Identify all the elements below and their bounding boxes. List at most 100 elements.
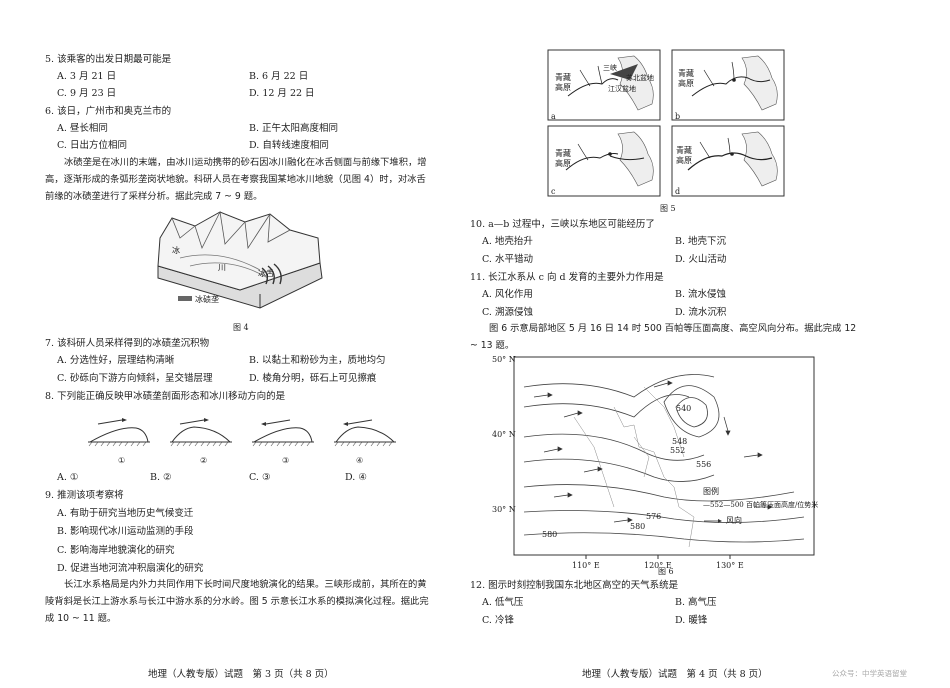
fig6-legend-title: 图例	[703, 487, 719, 496]
q11-option-b: B. 流水侵蚀	[675, 289, 727, 300]
q6-option-d: D. 自转线速度相同	[249, 140, 329, 151]
fig6-contour-580-b: 580	[542, 530, 558, 539]
legend-moraine-swatch	[178, 296, 192, 301]
profile-4	[334, 419, 396, 447]
fig6-legend-contour: —552—500 百帕等压面高度/位势米	[703, 501, 819, 509]
q12-option-c: C. 冷锋	[482, 615, 514, 626]
q8-option-b: B. ②	[150, 472, 172, 483]
q5-option-c: C. 9 月 23 日	[57, 88, 117, 99]
footer-page-4: 地理（人教专版）试题 第 4 页（共 8 页）	[582, 669, 768, 680]
q10-option-d: D. 火山活动	[675, 254, 727, 265]
q5-option-a: A. 3 月 21 日	[57, 71, 117, 82]
profile-2	[170, 418, 232, 447]
figure-6-500hpa-map	[513, 356, 815, 559]
figure-4-caption: 图 4	[233, 323, 249, 332]
panel-b	[671, 49, 785, 121]
fig4-label-ice: 冰	[172, 246, 180, 255]
q10-option-c: C. 水平错动	[482, 254, 533, 265]
passage-figure-6: 图 6 示意局部地区 5 月 16 日 14 时 500 百帕等压面高度、高空风…	[470, 323, 857, 351]
figure-5-caption: 图 5	[660, 204, 676, 213]
q12-option-b: B. 高气压	[675, 597, 717, 608]
panel-c	[547, 125, 661, 197]
fig6-contour-540: 540	[676, 404, 692, 413]
q8-num-4: ④	[356, 456, 364, 465]
passage-yangtze: 长江水系格局是内外力共同作用下长时间尺度地貌演化的结果。三峡形成前，其所在的黄陵…	[45, 579, 429, 624]
fig6-contour-580-a: 580	[630, 522, 646, 531]
fig5-a-gaoyuan: 高原	[555, 83, 571, 92]
q5-stem: 5. 该乘客的出发日期最可能是	[45, 54, 172, 65]
fig6-lon-120e: 120° E	[644, 561, 672, 570]
q6-option-c: C. 日出方位相同	[57, 140, 127, 151]
fig6-contour-556: 556	[696, 460, 712, 469]
q8-stem: 8. 下列能正确反映甲冰碛垄剖面形态和冰川移动方向的是	[45, 391, 286, 402]
footer-page-3: 地理（人教专版）试题 第 3 页（共 8 页）	[148, 669, 334, 680]
fig6-contour-552: 552	[670, 446, 686, 455]
profile-3	[252, 419, 314, 447]
fig5-b-qingzang: 青藏	[678, 69, 694, 78]
fig6-legend-wind: 风向	[726, 516, 742, 525]
q9-option-b: B. 影响现代冰川运动监测的手段	[57, 526, 194, 537]
fig5-b-gaoyuan: 高原	[678, 79, 694, 88]
q12-option-a: A. 低气压	[482, 597, 524, 608]
fig5-panel-d-label: d	[675, 187, 681, 196]
profile-1	[88, 418, 150, 447]
passage-glacier: 冰碛垄是在冰川的末端，由冰川运动携带的砂石因冰川融化在冰舌侧面与前缘下堆积，增高…	[45, 157, 427, 202]
fig4-label-tongue: 冰舌	[258, 269, 274, 278]
fig5-panel-a-label: a	[551, 112, 556, 121]
fig5-c-gaoyuan: 高原	[555, 159, 571, 168]
fig6-lon-130e: 130° E	[716, 561, 744, 570]
q7-option-c: C. 砂砾向下游方向倾斜，呈交错层理	[57, 373, 213, 384]
q8-option-d: D. ④	[345, 472, 367, 483]
q8-option-a: A. ①	[57, 472, 79, 483]
fig6-contour-576: 576	[646, 512, 662, 521]
fig4-legend-moraine: 冰碛垄	[195, 295, 219, 304]
q5-option-d: D. 12 月 22 日	[249, 88, 315, 99]
panel-d	[671, 125, 785, 197]
fig5-d-qingzang: 青藏	[676, 146, 692, 155]
exam-page-3: 5. 该乘客的出发日期最可能是 A. 3 月 21 日 B. 6 月 22 日 …	[0, 0, 470, 688]
q8-option-c: C. ③	[249, 472, 271, 483]
fig6-lat-50n: 50° N	[492, 355, 516, 364]
q7-stem: 7. 该科研人员采样得到的冰碛垄沉积物	[45, 338, 210, 349]
q11-stem: 11. 长江水系从 c 向 d 发育的主要外力作用是	[470, 272, 664, 283]
q6-option-a: A. 昼长相同	[57, 123, 108, 134]
q9-option-c: C. 影响海岸地貌演化的研究	[57, 545, 175, 556]
q11-option-c: C. 溯源侵蚀	[482, 307, 533, 318]
fig6-contour-548: 548	[672, 437, 688, 446]
q12-stem: 12. 图示时刻控制我国东北地区高空的天气系统是	[470, 580, 679, 591]
q10-option-a: A. 地壳抬升	[482, 236, 533, 247]
q7-option-d: D. 棱角分明，砾石上可见擦痕	[249, 373, 377, 384]
q9-option-a: A. 有助于研究当地历史气候变迁	[57, 508, 194, 519]
exam-page-4: a b c d 青藏 高原 三峡 苏北盆地 江汉盆地 青藏 高原 青藏 高原 青…	[470, 0, 950, 688]
figure-5-yangtze-panels	[547, 49, 785, 197]
q6-stem: 6. 该日，广州市和奥克兰市的	[45, 106, 172, 117]
q9-option-d: D. 促进当地河流冲积扇演化的研究	[57, 563, 204, 574]
fig5-d-gaoyuan: 高原	[676, 156, 692, 165]
fig6-lat-30n: 30° N	[492, 505, 516, 514]
q8-num-1: ①	[118, 456, 126, 465]
q9-stem: 9. 推测该项考察将	[45, 490, 124, 501]
q6-option-b: B. 正午太阳高度相同	[249, 123, 339, 134]
panel-a	[547, 49, 661, 121]
fig6-legend-arrow-icon	[704, 519, 722, 523]
fig4-label-river: 川	[218, 263, 226, 272]
q10-option-b: B. 地壳下沉	[675, 236, 727, 247]
figure-4-glacier-diagram	[157, 210, 323, 309]
q8-num-3: ③	[282, 456, 290, 465]
q11-option-a: A. 风化作用	[482, 289, 533, 300]
fig5-panel-c-label: c	[551, 187, 556, 196]
fig6-lon-110e: 110° E	[572, 561, 600, 570]
q7-option-b: B. 以黏土和粉砂为主，质地均匀	[249, 355, 386, 366]
watermark-text: 公众号：中学英语留堂	[832, 669, 907, 678]
fig5-a-subei: 苏北盆地	[626, 74, 654, 82]
fig5-c-qingzang: 青藏	[555, 149, 571, 158]
q10-stem: 10. a—b 过程中，三峡以东地区可能经历了	[470, 219, 655, 230]
q5-option-b: B. 6 月 22 日	[249, 71, 309, 82]
fig5-a-jianghan: 江汉盆地	[608, 85, 636, 93]
q8-profile-diagrams	[88, 418, 396, 447]
q8-num-2: ②	[200, 456, 208, 465]
q11-option-d: D. 流水沉积	[675, 307, 727, 318]
fig5-a-qingzang: 青藏	[555, 73, 571, 82]
fig6-lat-40n: 40° N	[492, 430, 516, 439]
figure-6-caption: 图 6	[658, 567, 674, 576]
